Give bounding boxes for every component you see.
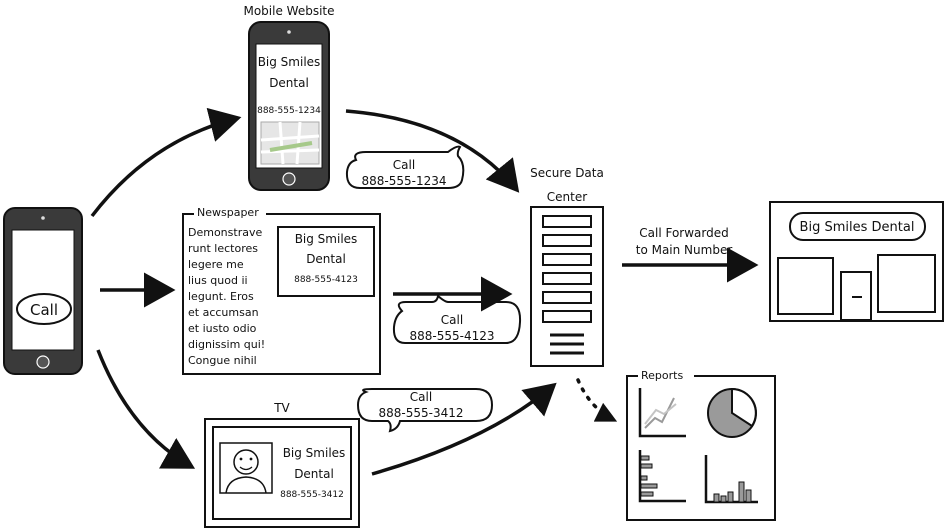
arrow-datacenter-to-reports: [576, 378, 618, 422]
forward-label-line2: to Main Number: [636, 243, 733, 257]
newspaper-ad-line1: Big Smiles: [295, 232, 358, 246]
mobile-business-name-line1: Big Smiles: [258, 55, 321, 69]
call-bubble-1234: [345, 145, 465, 189]
call-bubble-label: Call: [30, 301, 58, 319]
data-center-title-line1: Secure Data: [530, 166, 604, 180]
newspaper-body-line: Demonstrave: [188, 226, 262, 239]
call-bubble-1234-line1: Call: [393, 158, 415, 172]
newspaper-body-line: lius quod ii: [188, 274, 248, 287]
forward-label-line1: Call Forwarded: [639, 226, 728, 240]
call-bubble[interactable]: Call: [16, 293, 72, 325]
call-bubble-1234-line2: 888-555-1234: [361, 174, 446, 188]
tv-phone-number: 888-555-3412: [280, 490, 344, 500]
dental-office-sign: [789, 212, 926, 241]
bar-chart-thumbnail-vertical: [704, 455, 758, 504]
newspaper-body-line: et iusto odio: [188, 322, 257, 335]
tv-title: TV: [273, 401, 290, 415]
reports-panel: [626, 375, 776, 521]
call-bubble-4123-line2: 888-555-4123: [409, 329, 494, 343]
newspaper-ad: [277, 226, 375, 297]
map-image: [260, 121, 320, 165]
line-chart-thumbnail: [638, 388, 686, 438]
left-phone: [3, 207, 83, 375]
arrow-tv-to-datacenter: [371, 382, 557, 476]
tv-business-name-line1: Big Smiles: [283, 446, 346, 460]
dental-office-sign-label: Big Smiles Dental: [800, 220, 915, 235]
newspaper-body-line: legunt. Eros: [188, 290, 254, 303]
arrow-mobile-to-datacenter: [345, 109, 520, 193]
data-center-title-line2: Center: [547, 190, 587, 204]
person-icon: [219, 442, 273, 494]
mobile-phone-number: 888-555-1234: [257, 106, 321, 116]
flow-arrows: [90, 107, 759, 476]
call-bubble-3412-line2: 888-555-3412: [378, 406, 463, 420]
tv-business-name-line2: Dental: [294, 467, 334, 481]
newspaper-body-line: legere me: [188, 258, 244, 271]
newspaper-ad-line2: Dental: [306, 252, 346, 266]
server-rack-icon: [530, 206, 604, 367]
newspaper-body-line: Congue nihil: [188, 354, 257, 367]
newspaper-ad-phone: 888-555-4123: [294, 275, 358, 285]
reports-title: Reports: [641, 369, 683, 382]
newspaper-body-line: dignissim qui!: [188, 338, 265, 351]
pie-chart-thumbnail: [707, 387, 757, 438]
newspaper-body-line: runt lectores: [188, 242, 258, 255]
arrow-phone-to-tv: [96, 349, 196, 469]
call-bubble-4123-line1: Call: [441, 313, 463, 327]
arrow-phone-to-mobile: [90, 107, 242, 218]
call-bubble-3412: [356, 388, 494, 433]
newspaper-title: Newspaper: [197, 206, 259, 219]
newspaper-body-line: et accumsan: [188, 306, 259, 319]
mobile-business-name-line2: Dental: [269, 76, 309, 90]
newspaper-body: Demonstrave runt lectores legere me lius…: [188, 226, 265, 367]
bar-chart-thumbnail-horizontal: [638, 450, 686, 503]
call-bubble-3412-line1: Call: [410, 390, 432, 404]
mobile-website-title: Mobile Website: [243, 4, 334, 18]
